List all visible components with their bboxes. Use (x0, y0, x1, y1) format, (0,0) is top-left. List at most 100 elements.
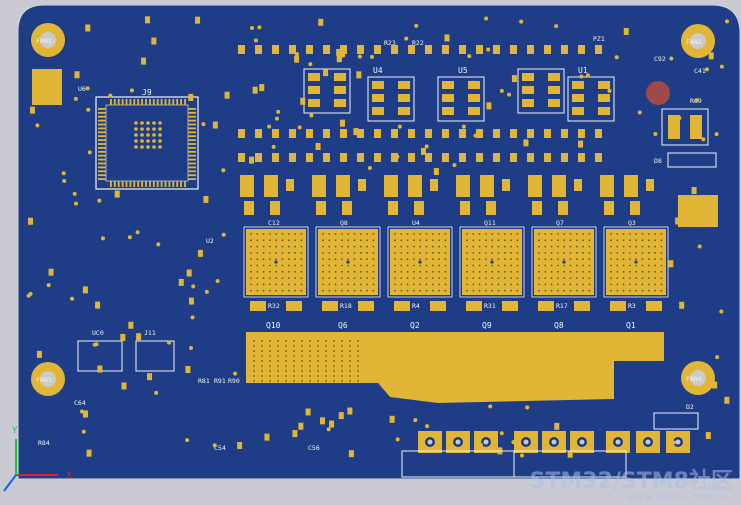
mosfet-via (406, 233, 409, 235)
pour-via (309, 360, 311, 362)
mosfet-via (497, 289, 500, 292)
qfp-pin (188, 174, 196, 177)
mosfet-via (366, 283, 368, 286)
smd-pad (523, 139, 529, 147)
upper-ic-pad (522, 73, 534, 81)
mosfet-via (372, 289, 375, 292)
mosfet-via (406, 283, 409, 286)
qfp-pin (168, 181, 171, 187)
smd-pad (578, 140, 584, 148)
via (369, 54, 374, 59)
mosfet-via (472, 258, 475, 261)
upper-ic-pad (522, 99, 534, 107)
smd-pad (50, 72, 56, 80)
pour-via (301, 355, 303, 357)
qfp-pin (125, 181, 128, 187)
smd-pad (595, 45, 602, 54)
mosfet-via (544, 289, 547, 292)
pour-via (269, 370, 271, 372)
pour-via (333, 375, 335, 377)
pcb-board[interactable]: FAN1 FAN2 FAN3 FAN4 J9 U6 U4 U5 U1 R23 R… (18, 5, 740, 479)
via (499, 88, 504, 93)
mosfet-via (616, 233, 619, 235)
mosfet-via (550, 258, 553, 261)
via (486, 47, 491, 52)
via (35, 123, 40, 128)
mosfet-via (472, 239, 475, 242)
mosfet-via (262, 233, 265, 235)
mosfet-via (503, 233, 506, 235)
mosfet-via (359, 252, 362, 254)
mosfet-via (353, 252, 356, 254)
mosfet-via (629, 283, 631, 286)
mosfet-via (300, 239, 303, 242)
mosfet-via (588, 270, 591, 273)
mosfet-via (328, 233, 331, 235)
qfp-thermal-via (152, 139, 156, 143)
mosfet-via (654, 283, 656, 286)
smd-pad (668, 260, 674, 268)
mosfet-via (622, 270, 625, 273)
pour-via (317, 360, 319, 362)
silk-r23: R23 (384, 39, 396, 47)
pour-via (349, 370, 351, 372)
mosfet-via (616, 245, 619, 248)
qfp-pin (133, 181, 136, 187)
mosfet-via (359, 283, 362, 286)
pour-via (325, 375, 327, 377)
mosfet-via (281, 252, 284, 254)
mosfet-via (491, 245, 494, 248)
mosfet-via (557, 245, 559, 248)
mosfet-via (654, 258, 656, 261)
smd-pad (255, 45, 262, 54)
mosfet-via (366, 245, 368, 248)
mosfet-via (575, 233, 578, 235)
mosfet-via (563, 239, 566, 242)
gate-pad-small (342, 201, 352, 215)
mosfet-center (346, 260, 350, 264)
mosfet-center (490, 260, 494, 264)
pour-via (293, 350, 295, 352)
pour-via (357, 380, 359, 382)
mosfet-via (431, 239, 434, 242)
mosfet-via (250, 270, 252, 273)
mosfet-via (366, 289, 368, 292)
silk-u5: U5 (458, 66, 468, 75)
smd-pad (238, 129, 245, 138)
mosfet-via (347, 239, 350, 242)
via (671, 440, 676, 445)
connector-drill (645, 439, 651, 445)
silk-resistor-5: R3 (628, 302, 636, 310)
qfp-pin (117, 181, 120, 187)
mosfet-via (510, 258, 512, 261)
smd-pad (527, 153, 534, 162)
smd-pad (323, 45, 330, 54)
smd-pad (692, 123, 698, 131)
pour-via (269, 375, 271, 377)
mosfet-via (503, 239, 506, 242)
mosfet-via (569, 270, 572, 273)
smd-pad (249, 156, 255, 164)
mosfet-via (341, 252, 343, 254)
mosfet-via (610, 239, 612, 242)
gate-pad-small (532, 201, 542, 215)
mosfet-via (557, 258, 559, 261)
mosfet-via (444, 258, 447, 261)
smd-pad (289, 45, 296, 54)
mosfet-via (419, 245, 422, 248)
mosfet-via (444, 277, 447, 279)
smd-pad (323, 69, 329, 77)
via (271, 144, 276, 149)
qfp-pin (152, 99, 155, 105)
mosfet-via (394, 289, 396, 292)
qfp-pin (172, 99, 175, 105)
mosfet-via (281, 264, 284, 267)
mosfet-via (250, 258, 252, 261)
smd-pad (561, 153, 568, 162)
pour-via (277, 345, 279, 347)
mosfet-via (300, 264, 303, 267)
qfp-pin (98, 139, 106, 141)
mosfet-via (406, 245, 409, 248)
mounting-hole-fan2 (681, 24, 715, 58)
